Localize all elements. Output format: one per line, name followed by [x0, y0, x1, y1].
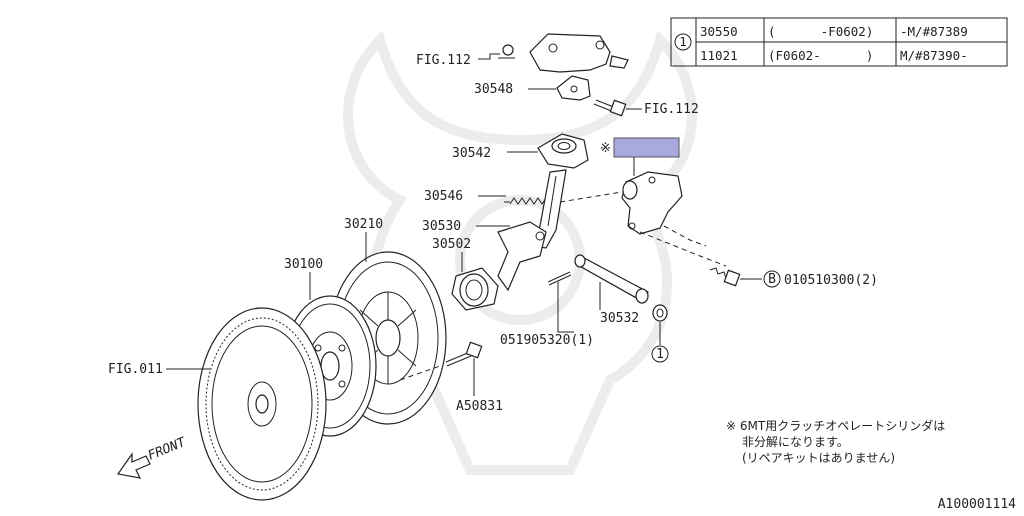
table-row-1-model: -M/#87389 — [900, 24, 968, 39]
note-block: ※ 6MT用クラッチオペレートシリンダは 非分解になります。 (リペアキットはあ… — [726, 418, 945, 465]
label-fig112-top[interactable]: FIG.112 — [416, 53, 471, 68]
operate-cylinder — [621, 171, 683, 235]
bushing-ref-1 — [652, 304, 668, 322]
label-30546[interactable]: 30546 — [424, 189, 463, 204]
part-30546-spring — [504, 197, 551, 205]
part-30548-plate — [556, 75, 591, 101]
table-row-1-part: 30550 — [700, 24, 738, 39]
table-row-1-range: ( -F0602) — [768, 24, 873, 39]
label-30210[interactable]: 30210 — [344, 217, 383, 232]
label-30502[interactable]: 30502 — [432, 237, 471, 252]
applicability-table: 1 30550 ( -F0602) -M/#87389 11021 (F0602… — [670, 17, 1008, 67]
label-30100[interactable]: 30100 — [284, 257, 323, 272]
bracket-assembly — [498, 33, 629, 73]
note-line-2: 非分解になります。 — [742, 435, 849, 449]
part-a50831-bolt — [445, 341, 483, 367]
note-line-1: ※ 6MT用クラッチオペレートシリンダは — [726, 418, 945, 433]
part-30532-shaft — [574, 254, 649, 304]
label-circle-1: 1 — [656, 347, 664, 362]
front-arrow: FRONT — [116, 435, 189, 479]
label-b-mark: B — [768, 272, 776, 287]
label-front: FRONT — [146, 435, 189, 464]
part-30542-pivot — [537, 133, 589, 169]
label-051905320[interactable]: 051905320(1) — [500, 333, 594, 348]
label-30548[interactable]: 30548 — [474, 82, 513, 97]
operate-cylinder-highlight[interactable] — [613, 137, 680, 158]
bracket-nut — [502, 44, 514, 56]
bracket-bolt — [593, 99, 627, 117]
label-fig112-mid[interactable]: FIG.112 — [644, 102, 699, 117]
ref-circle-b[interactable] — [763, 270, 781, 288]
label-30542[interactable]: 30542 — [452, 146, 491, 161]
note-line-3: (リペアキットはありません) — [742, 451, 895, 465]
table-row-2-part: 11021 — [700, 48, 738, 63]
part-051905320-pin — [547, 271, 572, 286]
table-row-2-model: M/#87390- — [900, 48, 968, 63]
label-010510300[interactable]: 010510300(2) — [784, 273, 878, 288]
label-fig011[interactable]: FIG.011 — [108, 362, 163, 377]
label-30532[interactable]: 30532 — [600, 311, 639, 326]
label-30530[interactable]: 30530 — [422, 219, 461, 234]
table-ref-mark: 1 — [679, 34, 687, 49]
flywheel — [197, 307, 327, 501]
label-asterisk: ※ — [600, 141, 611, 156]
table-ref-circle — [674, 33, 692, 51]
part-30502-release-bearing — [451, 267, 499, 311]
label-a50831[interactable]: A50831 — [456, 399, 503, 414]
ref-circle-1[interactable] — [651, 345, 669, 363]
diagram-id: A100001114 — [938, 497, 1016, 512]
table-row-2-range: (F0602- ) — [768, 48, 873, 63]
cylinder-bolt — [709, 267, 741, 287]
part-30530-release-fork — [497, 169, 567, 292]
